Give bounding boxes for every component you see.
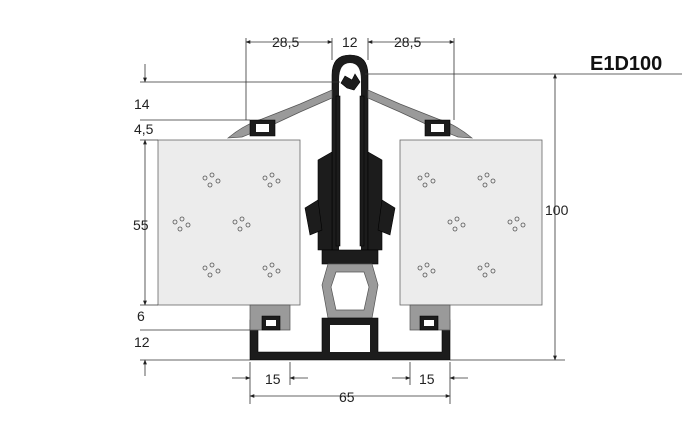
- dim-total-width: 65: [339, 389, 355, 405]
- center-connector: [321, 249, 379, 319]
- dim-14: 14: [134, 96, 150, 112]
- left-pressure-profile: [226, 89, 333, 251]
- dim-12: 12: [134, 334, 150, 350]
- glass-pane-left: [157, 139, 301, 306]
- base-frame: [249, 304, 451, 361]
- glass-pane-right: [399, 139, 543, 306]
- dim-55: 55: [133, 217, 149, 233]
- dim-right-bottom: 15: [419, 371, 435, 387]
- right-pressure-profile: [367, 89, 474, 251]
- dimension-lines: [140, 38, 682, 404]
- dim-6: 6: [137, 308, 145, 324]
- dim-left-bottom: 15: [265, 371, 281, 387]
- dim-right-top: 28,5: [394, 34, 421, 50]
- dim-4-5: 4,5: [134, 121, 154, 137]
- mullion-cap: [331, 54, 369, 251]
- profile-code-label: E1D100: [590, 53, 662, 75]
- dim-center-top: 12: [342, 34, 358, 50]
- dim-left-top: 28,5: [272, 34, 299, 50]
- dim-total-height: 100: [545, 202, 569, 218]
